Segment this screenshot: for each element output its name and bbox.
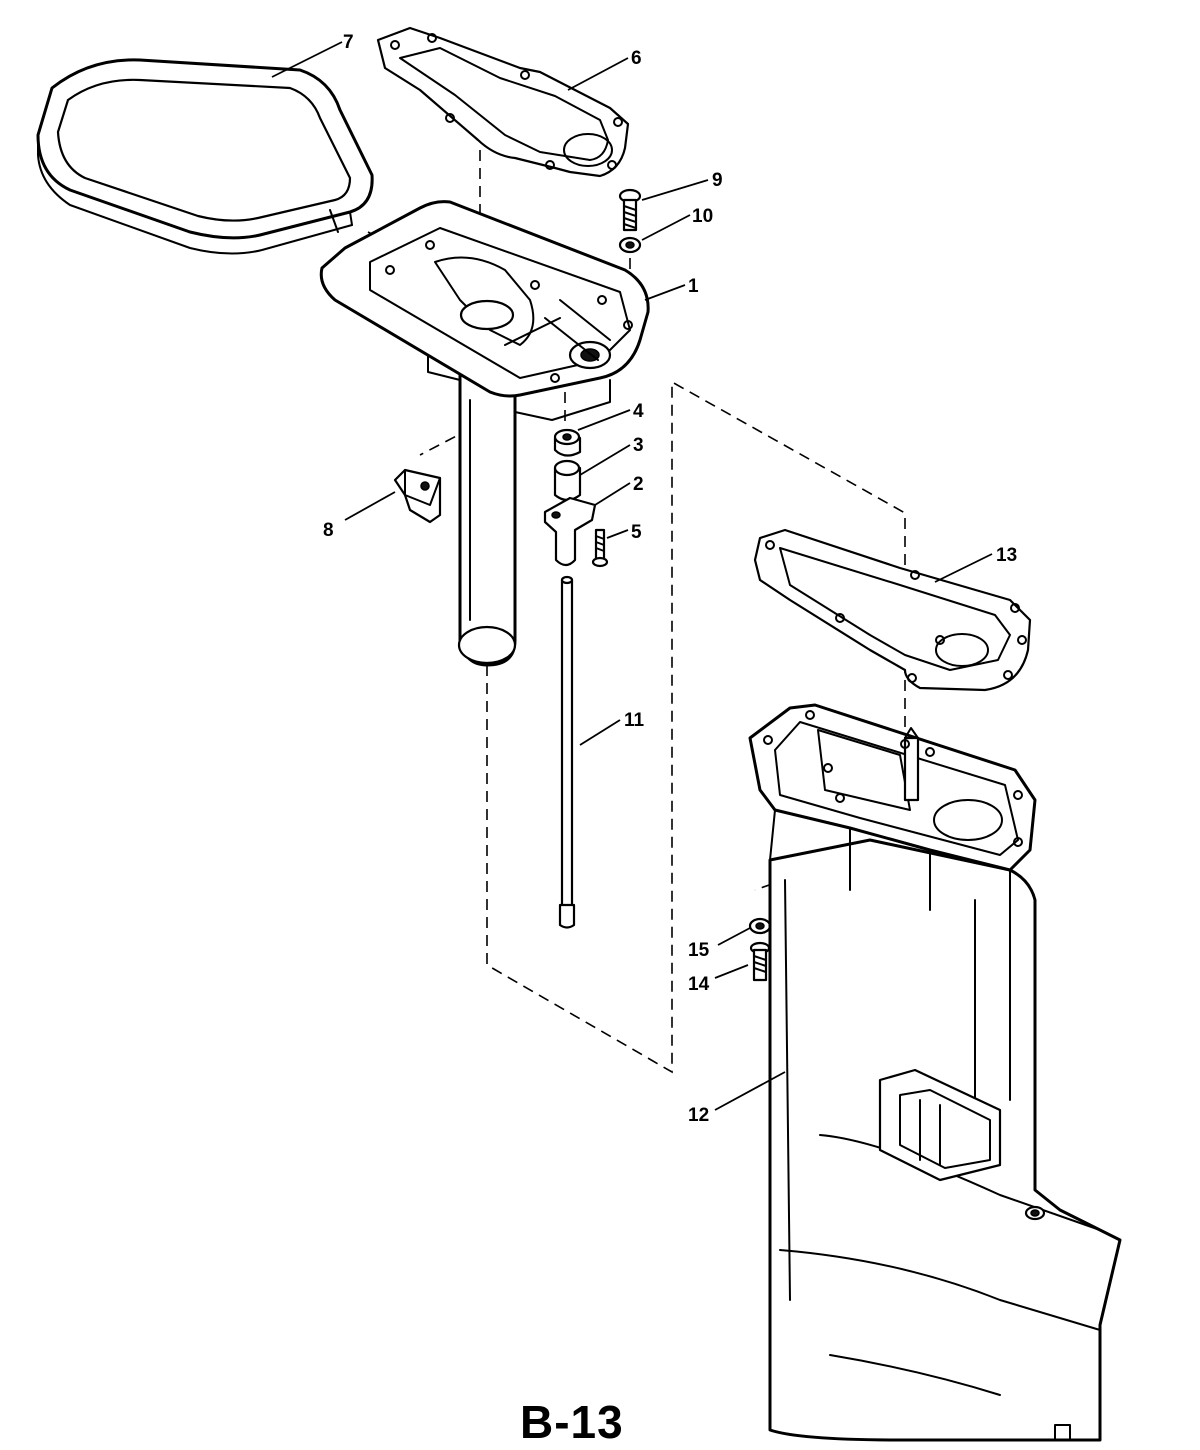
leader-1 [644, 284, 686, 301]
leader-15 [717, 927, 751, 946]
drive-rod [558, 575, 576, 929]
leader-7 [271, 41, 343, 78]
callout-9: 9 [712, 170, 723, 191]
callout-6: 6 [631, 48, 642, 69]
leader-5 [606, 529, 629, 539]
figure-code: B-13 [520, 1396, 624, 1448]
leader-9 [641, 179, 709, 201]
callout-2: 2 [633, 474, 644, 495]
drive-shaft-housing [748, 703, 1122, 1442]
leader-14 [714, 964, 749, 979]
leader-2 [594, 482, 631, 506]
leader-10 [641, 214, 691, 241]
adapter-plate-assembly [319, 200, 650, 667]
callout-numbers: 7 6 9 10 1 4 3 2 5 8 11 13 15 14 12 [323, 32, 1017, 1126]
callout-10: 10 [692, 206, 713, 227]
callout-14: 14 [688, 974, 710, 995]
leader-lines [271, 41, 993, 1111]
leader-11 [579, 719, 621, 746]
bracket [393, 468, 442, 524]
callout-1: 1 [688, 276, 699, 297]
leader-4 [577, 409, 631, 431]
bushing-stack [543, 428, 609, 568]
callout-15: 15 [688, 940, 710, 961]
callout-7: 7 [343, 32, 354, 53]
callout-8: 8 [323, 520, 334, 541]
callout-5: 5 [631, 522, 642, 543]
callout-13: 13 [996, 545, 1017, 566]
screw-and-washer [618, 188, 642, 254]
callout-3: 3 [633, 435, 644, 456]
leader-12 [714, 1071, 786, 1111]
seal-ring [36, 58, 374, 255]
lower-screw-and-washer [748, 917, 772, 982]
callout-4: 4 [633, 401, 644, 422]
lower-gasket [753, 528, 1032, 692]
leader-13 [934, 553, 993, 583]
leader-3 [579, 444, 631, 476]
guide-bracket [419, 419, 488, 456]
leader-6 [567, 57, 629, 91]
top-gasket [376, 26, 630, 178]
leader-8 [344, 491, 396, 521]
callout-11: 11 [624, 710, 645, 731]
callout-12: 12 [688, 1105, 709, 1126]
